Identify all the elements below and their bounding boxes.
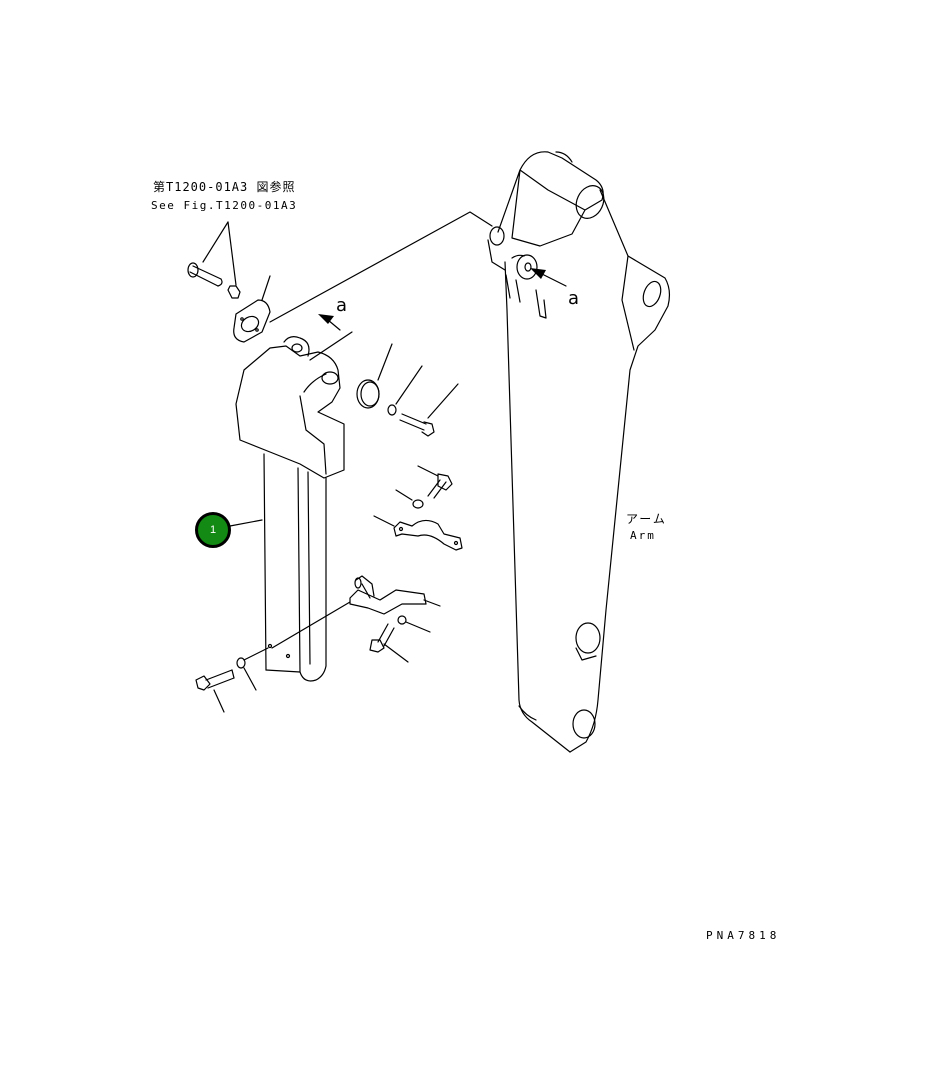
arm-label-english: Arm — [630, 529, 656, 542]
mounting-bracket — [271, 575, 441, 663]
clamp — [373, 515, 463, 551]
connection-line — [269, 211, 493, 323]
figure-id: PNA7818 — [706, 929, 781, 942]
mounting-plate — [233, 275, 271, 343]
spacer-washer — [356, 343, 393, 409]
part-callout-1[interactable]: 1 — [195, 512, 231, 548]
reference-japanese: 第T1200-01A3 図参照 — [153, 180, 296, 194]
washer-and-bolt-upper — [387, 365, 459, 437]
arm-drawing — [487, 151, 671, 753]
bolt-and-nut-clamp — [395, 465, 453, 509]
view-label-a-left: a — [336, 295, 348, 316]
pin-and-nut — [187, 221, 241, 299]
cover-tube — [235, 336, 345, 682]
arm-label-japanese: アーム — [626, 512, 667, 526]
bottom-bolt-and-washer — [195, 647, 269, 713]
reference-english: See Fig.T1200-01A3 — [151, 199, 298, 212]
view-label-a-right: a — [568, 288, 580, 309]
callout-number: 1 — [209, 524, 217, 536]
